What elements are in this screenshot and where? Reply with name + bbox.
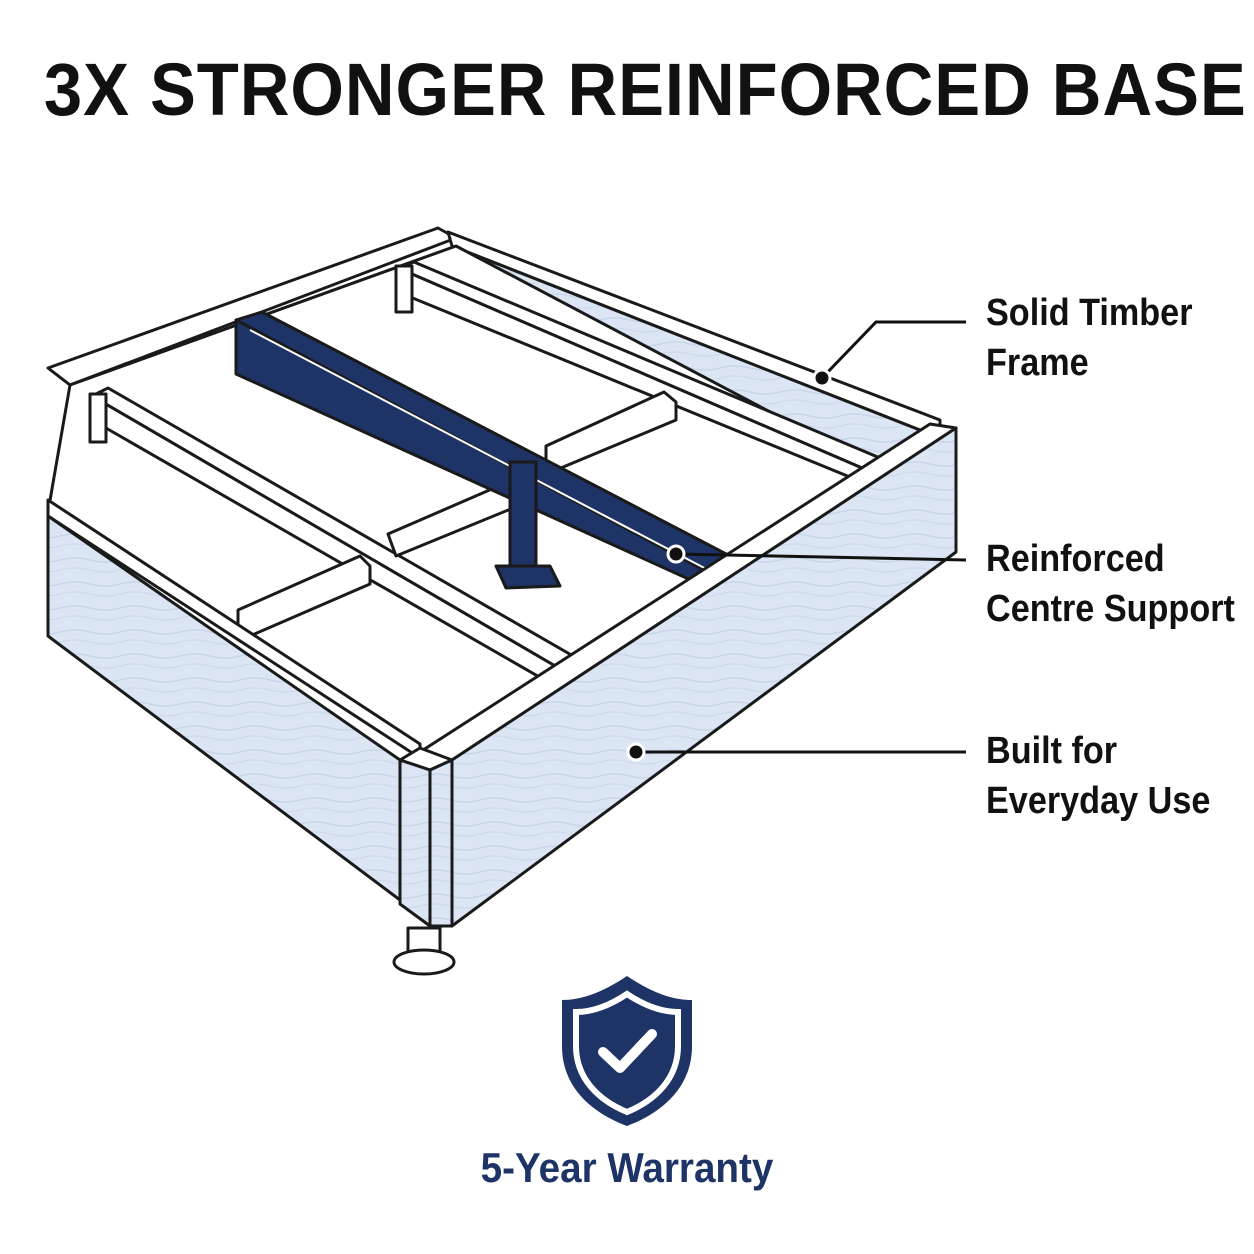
callout-2-line-2: Centre Support [986, 588, 1235, 630]
shield-check-icon [562, 976, 692, 1126]
leader-dot-1 [812, 368, 832, 388]
callout-reinforced-centre-support: Reinforced Centre Support [986, 534, 1235, 634]
headline: 3X STRONGER REINFORCED BASE [43, 48, 1247, 131]
leader-dot-3 [626, 742, 646, 762]
leader-centre-support [675, 552, 967, 562]
centre-support-leg [508, 460, 538, 572]
callout-built-for-everyday-use: Built for Everyday Use [986, 726, 1220, 826]
callout-1-line-1: Solid Timber [986, 292, 1193, 334]
callout-solid-timber-frame: Solid Timber Frame [986, 288, 1220, 388]
callout-3-line-1: Built for [986, 730, 1118, 772]
leader-solid-timber [820, 320, 966, 380]
corner-post [398, 758, 432, 928]
leg-foot-pad [392, 948, 456, 976]
leader-dot-2 [666, 544, 686, 564]
callout-1-line-2: Frame [986, 342, 1089, 384]
centre-support-foot [494, 564, 562, 590]
callout-2-line-1: Reinforced [986, 538, 1165, 580]
warranty-label: 5-Year Warranty [480, 1144, 774, 1191]
slat-back-end [394, 264, 414, 314]
callout-3-line-2: Everyday Use [986, 780, 1211, 822]
slat-front-end [88, 392, 108, 444]
